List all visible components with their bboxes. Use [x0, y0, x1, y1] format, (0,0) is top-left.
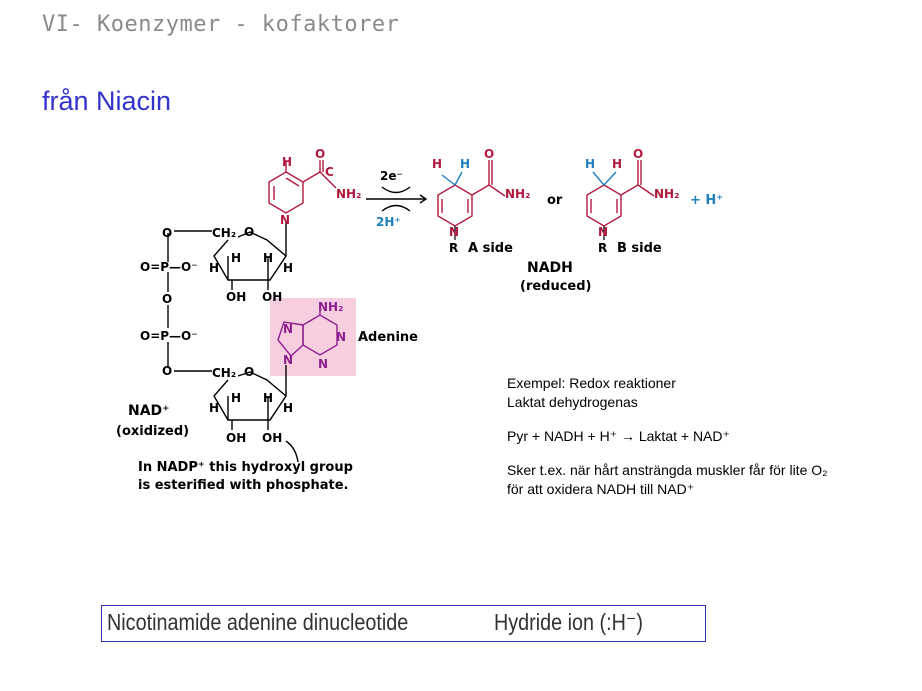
ribose-o-bottom: O	[244, 365, 254, 379]
or-label: or	[547, 193, 563, 208]
note-line-5: för att oxidera NADH till NAD⁺	[507, 481, 695, 497]
a-h2-label: H	[460, 157, 470, 171]
example-notes: Exempel: Redox reaktioner Laktat dehydro…	[507, 374, 828, 499]
note-line-2: Laktat dehydrogenas	[507, 394, 638, 410]
b-h2-label: H	[612, 157, 622, 171]
nic-nh2-label: NH₂	[336, 187, 361, 201]
nadh-state-label: (reduced)	[520, 279, 592, 294]
ch2-top-label: CH₂	[212, 226, 236, 240]
adenine-label: Adenine	[358, 330, 418, 345]
r1-oh1: OH	[226, 290, 246, 304]
o-top-label: O	[162, 226, 172, 240]
b-o-label: O	[633, 147, 643, 161]
plus-h-label: + H⁺	[690, 193, 723, 208]
adenine-n2: N	[336, 330, 346, 344]
r1-h3: H	[263, 251, 273, 265]
r1-h2: H	[231, 251, 241, 265]
note-line-1: Exempel: Redox reaktioner	[507, 375, 676, 391]
adenine-n4: N	[318, 357, 328, 371]
a-h1-label: H	[432, 157, 442, 171]
nad-structure-diagram: H O C NH₂ N 2e⁻ 2H⁺ H H O NH₂ N R A side…	[116, 147, 723, 493]
o-bottom-label: O	[162, 364, 172, 378]
nic-c-label: C	[325, 165, 334, 179]
phosphate-bottom-label: O=P—O⁻	[140, 329, 198, 343]
b-side-label: B side	[617, 241, 662, 256]
r1-oh2: OH	[262, 290, 282, 304]
ribose-o-top: O	[244, 225, 254, 239]
nad-label: NAD⁺	[128, 403, 170, 419]
nic-n-label: N	[280, 213, 290, 227]
nad-state-label: (oxidized)	[116, 424, 189, 439]
r2-h3: H	[263, 391, 273, 405]
adenine-nh2: NH₂	[318, 300, 343, 314]
b-nh2-label: NH₂	[654, 187, 679, 201]
a-nh2-label: NH₂	[505, 187, 530, 201]
footer-caption-box: Nicotinamide adenine dinucleotide Hydrid…	[101, 605, 706, 642]
adenine-n3: N	[283, 353, 293, 367]
r2-h4: H	[283, 401, 293, 415]
o-bridge-label: O	[162, 292, 172, 306]
r1-h1: H	[209, 261, 219, 275]
a-o-label: O	[484, 147, 494, 161]
adenine-n1: N	[283, 322, 293, 336]
electrons-label: 2e⁻	[380, 169, 403, 183]
protons-label: 2H⁺	[376, 215, 401, 229]
note-line-3: Pyr + NADH + H⁺ → Laktat + NAD⁺	[507, 428, 730, 444]
r2-h2: H	[231, 391, 241, 405]
nadp-note-line2: is esterified with phosphate.	[138, 478, 348, 493]
b-n-label: N	[598, 225, 608, 239]
adenine-highlight	[270, 298, 356, 376]
a-r-label: R	[449, 241, 458, 255]
r1-h4: H	[283, 261, 293, 275]
a-n-label: N	[449, 225, 459, 239]
nic-o-label: O	[315, 147, 325, 161]
phosphate-top-label: O=P—O⁻	[140, 260, 198, 274]
b-h1-label: H	[585, 157, 595, 171]
r2-oh2: OH	[262, 431, 282, 445]
note-line-4: Sker t.ex. när hårt ansträngda muskler f…	[507, 462, 828, 478]
a-side-label: A side	[468, 241, 513, 256]
r2-h1: H	[209, 401, 219, 415]
ch2-bottom-label: CH₂	[212, 366, 236, 380]
footer-left-text: Nicotinamide adenine dinucleotide	[107, 609, 409, 635]
r2-oh1: OH	[226, 431, 246, 445]
nic-h-label: H	[282, 155, 292, 169]
slide-title: VI- Koenzymer - kofaktorer	[42, 12, 400, 37]
nadp-note-line1: In NADP⁺ this hydroxyl group	[138, 460, 353, 475]
nadh-label: NADH	[527, 260, 573, 276]
b-r-label: R	[598, 241, 607, 255]
footer-right-text: Hydride ion (:H⁻)	[494, 609, 643, 635]
slide-subtitle: från Niacin	[42, 86, 172, 116]
